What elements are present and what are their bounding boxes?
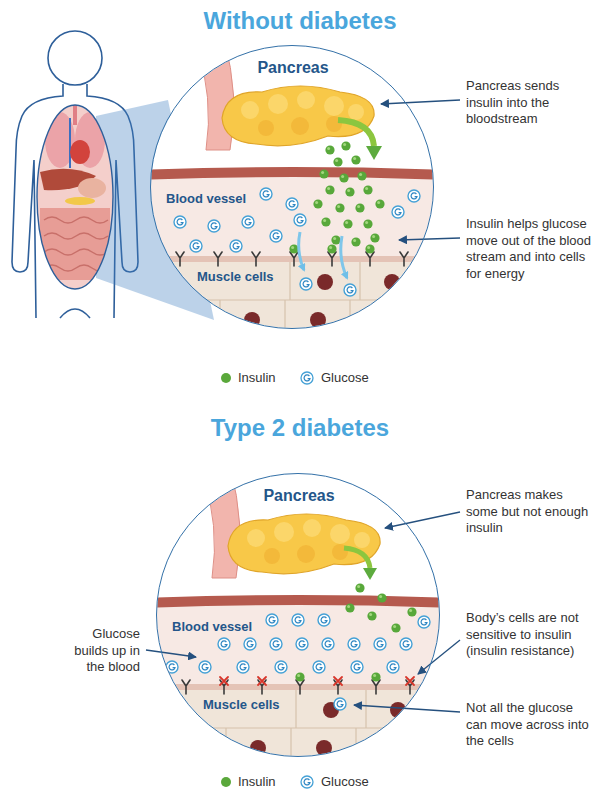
legend-label: Glucose (321, 370, 369, 385)
leader-arrows (146, 100, 460, 712)
glucose-icon (300, 371, 314, 385)
label-box: Type 2 diabetes (211, 414, 389, 442)
part-label: Blood vessel (172, 619, 252, 634)
annotation: Pancreas sends insulin into the bloodstr… (466, 78, 594, 128)
label-box: Muscle cells (197, 269, 274, 284)
insulin-swatch (221, 777, 231, 787)
zoom-circle: PancreasBlood vesselMuscle cells (150, 45, 434, 329)
zoom-scene-details (166, 548, 430, 710)
zoom-scene (146, 468, 456, 770)
label-box: Not all the glucose can move across into… (466, 700, 594, 750)
label-box: Insulin (238, 774, 276, 789)
label-box: Without diabetes (203, 7, 396, 35)
insulin-swatch (221, 373, 231, 383)
label-box: Pancreas (263, 487, 334, 505)
legend-label: Glucose (321, 774, 369, 789)
label-box: Muscle cells (203, 697, 280, 712)
label-box: Glucose (321, 370, 369, 385)
label-box: Blood vessel (166, 191, 246, 206)
label-box: Pancreas makes some but not enough insul… (466, 487, 594, 537)
zoom-scene (140, 40, 450, 342)
part-label: Muscle cells (197, 269, 274, 284)
label-box: Blood vessel (172, 619, 252, 634)
annotation: Glucose builds up in the blood (58, 626, 140, 676)
part-label: Muscle cells (203, 697, 280, 712)
annotation: Body’s cells are not sensitive to insuli… (466, 610, 594, 660)
annotation: Pancreas makes some but not enough insul… (466, 487, 594, 537)
section-heading: Without diabetes (203, 7, 396, 35)
annotation: Insulin helps glucose move out of the bl… (466, 216, 594, 282)
zoom-circle: PancreasBlood vesselMuscle cells (156, 473, 440, 757)
legend-label: Insulin (238, 774, 276, 789)
organs (37, 105, 113, 289)
organ-outline (37, 105, 113, 289)
part-label: Blood vessel (166, 191, 246, 206)
organ-label: Pancreas (263, 487, 334, 505)
legend-label: Insulin (238, 370, 276, 385)
label-box: Glucose (321, 774, 369, 789)
annotation: Not all the glucose can move across into… (466, 700, 594, 750)
label-box: Body’s cells are not sensitive to insuli… (466, 610, 594, 660)
glucose-icon (300, 775, 314, 789)
label-box: Pancreas (257, 59, 328, 77)
label-box: Pancreas sends insulin into the bloodstr… (466, 78, 594, 128)
section-heading: Type 2 diabetes (211, 414, 389, 442)
label-box: Insulin (238, 370, 276, 385)
label-box: Insulin helps glucose move out of the bl… (466, 216, 594, 282)
label-box: Glucose builds up in the blood (58, 626, 140, 676)
organ-label: Pancreas (257, 59, 328, 77)
